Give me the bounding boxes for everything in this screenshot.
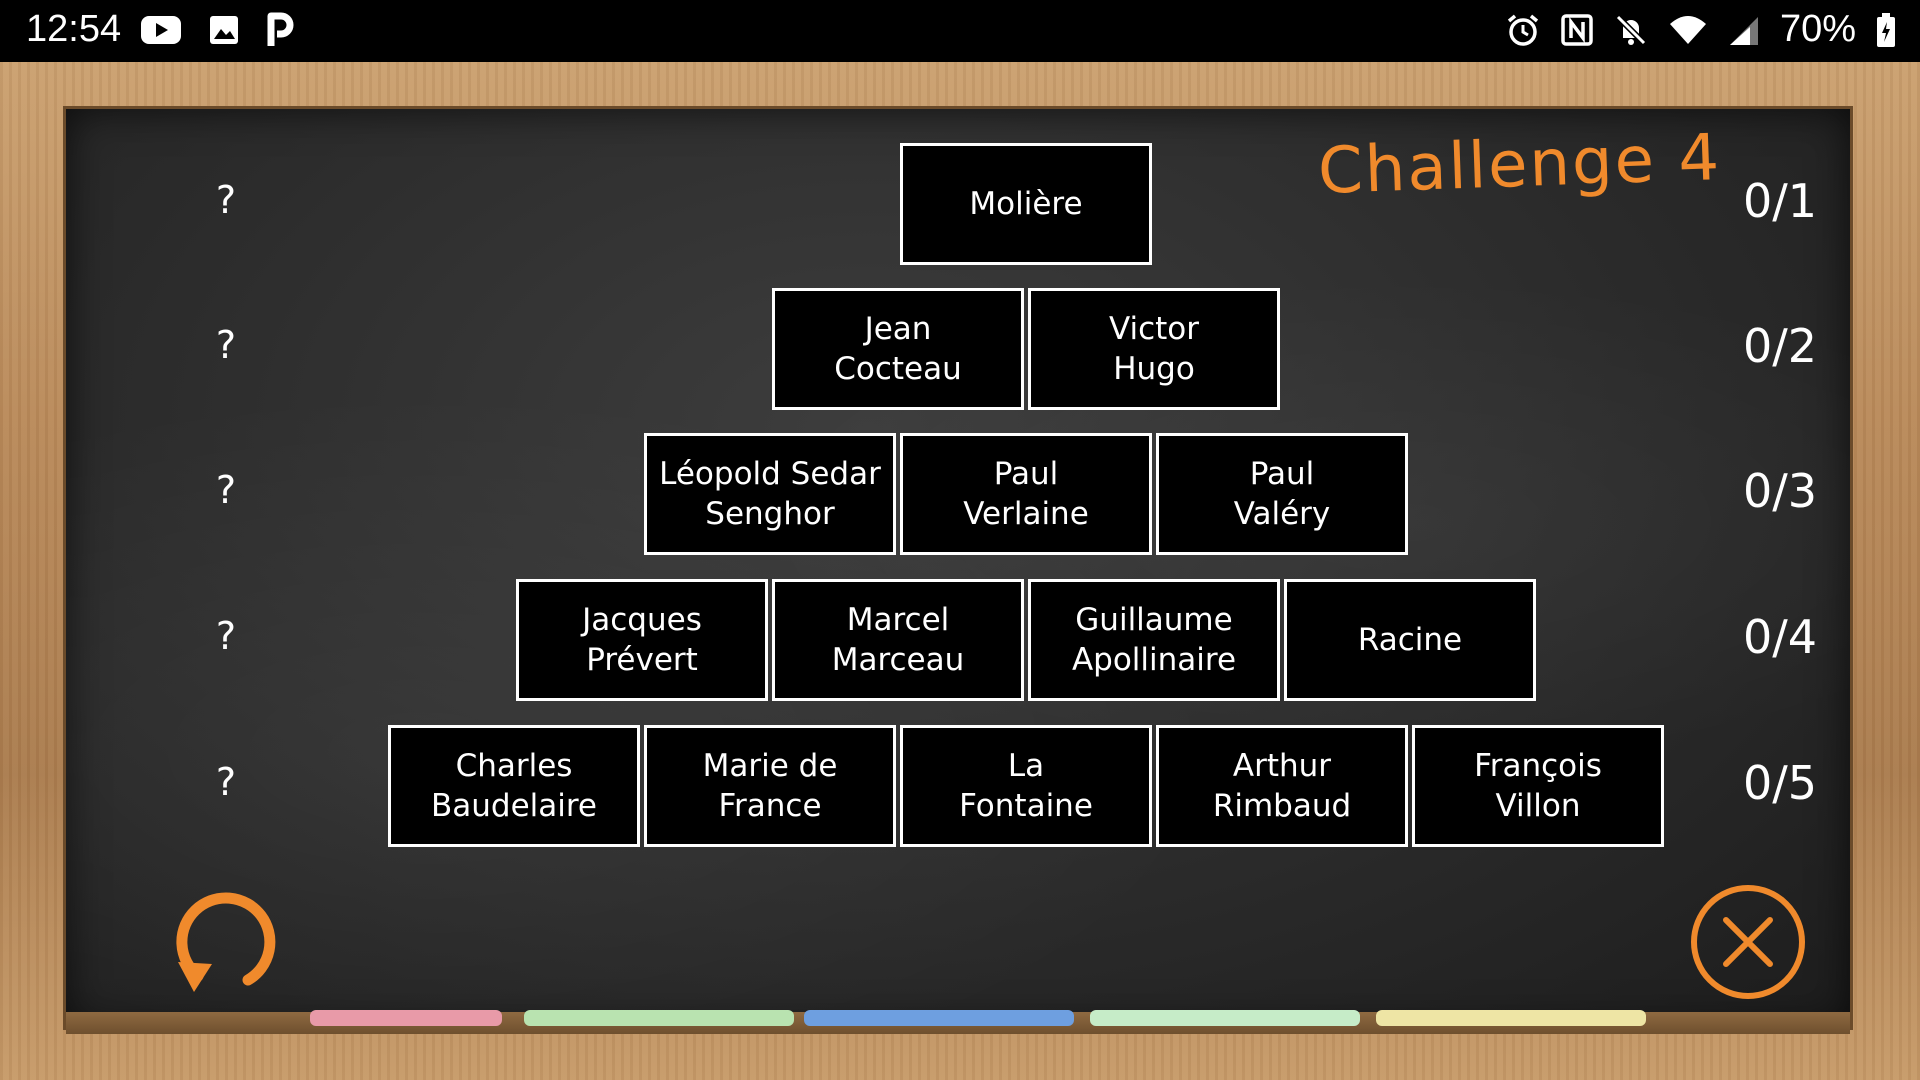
image-icon (208, 14, 240, 46)
chalk-mint (1090, 1010, 1360, 1026)
close-button[interactable] (1688, 882, 1808, 1002)
battery-percent: 70% (1779, 8, 1856, 50)
pyramid-cell[interactable]: Jean Cocteau (772, 288, 1024, 410)
row-question-mark: ? (215, 178, 237, 222)
pyramid-cell[interactable]: Jacques Prévert (516, 579, 768, 701)
row-score: 0/3 (1742, 464, 1818, 518)
restart-icon (176, 892, 276, 992)
row-question-mark: ? (215, 468, 237, 512)
chalk-blue (804, 1010, 1074, 1026)
status-right: 70% (1506, 8, 1896, 51)
bell-off-icon (1614, 13, 1648, 47)
pyramid-cell[interactable]: Molière (900, 143, 1152, 265)
wifi-icon (1668, 14, 1708, 46)
row-score: 0/4 (1742, 610, 1818, 664)
nfc-icon (1560, 13, 1594, 47)
chalk-pink (310, 1010, 502, 1026)
row-question-mark: ? (215, 614, 237, 658)
chalk-green (524, 1010, 794, 1026)
pyramid-cell[interactable]: Paul Verlaine (900, 433, 1152, 555)
pyramid-cell[interactable]: Léopold Sedar Senghor (644, 433, 896, 555)
row-score: 0/1 (1742, 174, 1818, 228)
restart-button[interactable] (168, 884, 284, 1000)
pyramid-cell[interactable]: Victor Hugo (1028, 288, 1280, 410)
battery-icon (1876, 12, 1896, 48)
row-score: 0/2 (1742, 319, 1818, 373)
challenge-title: Challenge 4 (1316, 120, 1723, 210)
close-icon (1691, 885, 1805, 999)
status-left-icons (140, 12, 294, 48)
pyramid-cell[interactable]: Arthur Rimbaud (1156, 725, 1408, 847)
signal-icon (1728, 13, 1760, 47)
pyramid-cell[interactable]: Marie de France (644, 725, 896, 847)
pyramid-cell[interactable]: Marcel Marceau (772, 579, 1024, 701)
pyramid-cell[interactable]: François Villon (1412, 725, 1664, 847)
row-score: 0/5 (1742, 756, 1818, 810)
row-question-mark: ? (215, 760, 237, 804)
status-bar: 12:54 70% (0, 0, 1920, 62)
pyramid-cell[interactable]: Racine (1284, 579, 1536, 701)
p-icon (266, 12, 294, 48)
youtube-icon (140, 15, 182, 45)
pyramid-cell[interactable]: Paul Valéry (1156, 433, 1408, 555)
status-time: 12:54 (26, 8, 122, 50)
pyramid-cell[interactable]: Guillaume Apollinaire (1028, 579, 1280, 701)
row-question-mark: ? (215, 323, 237, 367)
pyramid-cell[interactable]: Charles Baudelaire (388, 725, 640, 847)
chalk-yellow (1376, 1010, 1646, 1026)
alarm-icon (1506, 13, 1540, 47)
pyramid-cell[interactable]: La Fontaine (900, 725, 1152, 847)
